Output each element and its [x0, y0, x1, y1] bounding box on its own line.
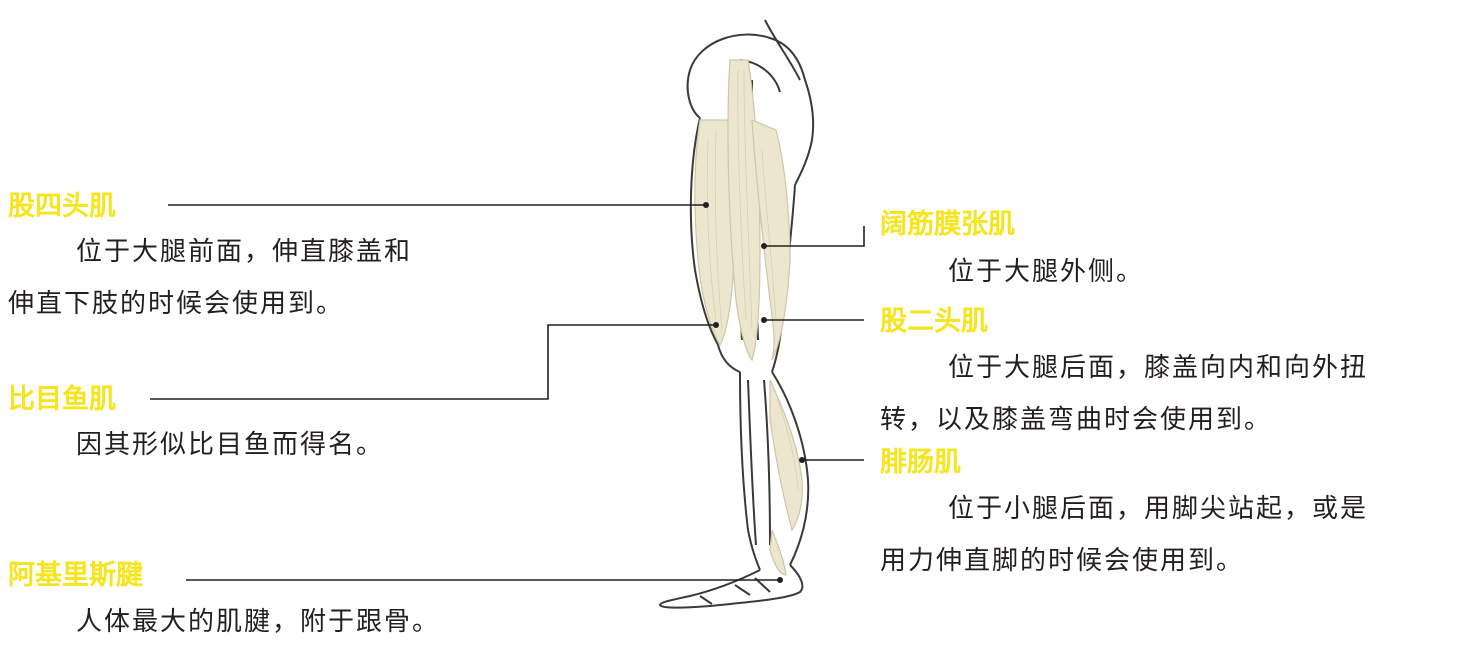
title-quadriceps: 股四头肌	[8, 191, 116, 223]
desc-biceps-femoris-line1: 位于大腿后面，膝盖向内和向外扭	[880, 342, 1368, 394]
title-biceps-femoris: 股二头肌	[880, 306, 988, 338]
desc-biceps-femoris: 位于大腿后面，膝盖向内和向外扭 转，以及膝盖弯曲时会使用到。	[880, 342, 1368, 446]
title-soleus: 比目鱼肌	[8, 384, 116, 416]
desc-biceps-femoris-line2: 转，以及膝盖弯曲时会使用到。	[880, 394, 1368, 446]
desc-soleus: 因其形似比目鱼而得名。	[8, 419, 384, 471]
desc-quadriceps-line1: 位于大腿前面，伸直膝盖和	[8, 226, 412, 278]
desc-gastrocnemius-line1: 位于小腿后面，用脚尖站起，或是	[880, 483, 1368, 535]
desc-soleus-line1: 因其形似比目鱼而得名。	[8, 419, 384, 471]
desc-tfl-line1: 位于大腿外侧。	[880, 246, 1144, 298]
desc-quadriceps-line2: 伸直下肢的时候会使用到。	[8, 278, 412, 330]
desc-quadriceps: 位于大腿前面，伸直膝盖和 伸直下肢的时候会使用到。	[8, 226, 412, 330]
title-tfl: 阔筋膜张肌	[880, 209, 1015, 241]
desc-gastrocnemius: 位于小腿后面，用脚尖站起，或是 用力伸直脚的时候会使用到。	[880, 483, 1368, 587]
desc-gastrocnemius-line2: 用力伸直脚的时候会使用到。	[880, 535, 1368, 587]
leader-soleus	[150, 325, 716, 399]
desc-tfl: 位于大腿外侧。	[880, 246, 1144, 298]
title-achilles: 阿基里斯腱	[8, 560, 143, 592]
title-gastrocnemius: 腓肠肌	[880, 447, 961, 479]
muscle-shapes	[695, 60, 802, 575]
desc-achilles-line1: 人体最大的肌腱，附于跟骨。	[8, 596, 440, 648]
desc-achilles: 人体最大的肌腱，附于跟骨。	[8, 596, 440, 648]
